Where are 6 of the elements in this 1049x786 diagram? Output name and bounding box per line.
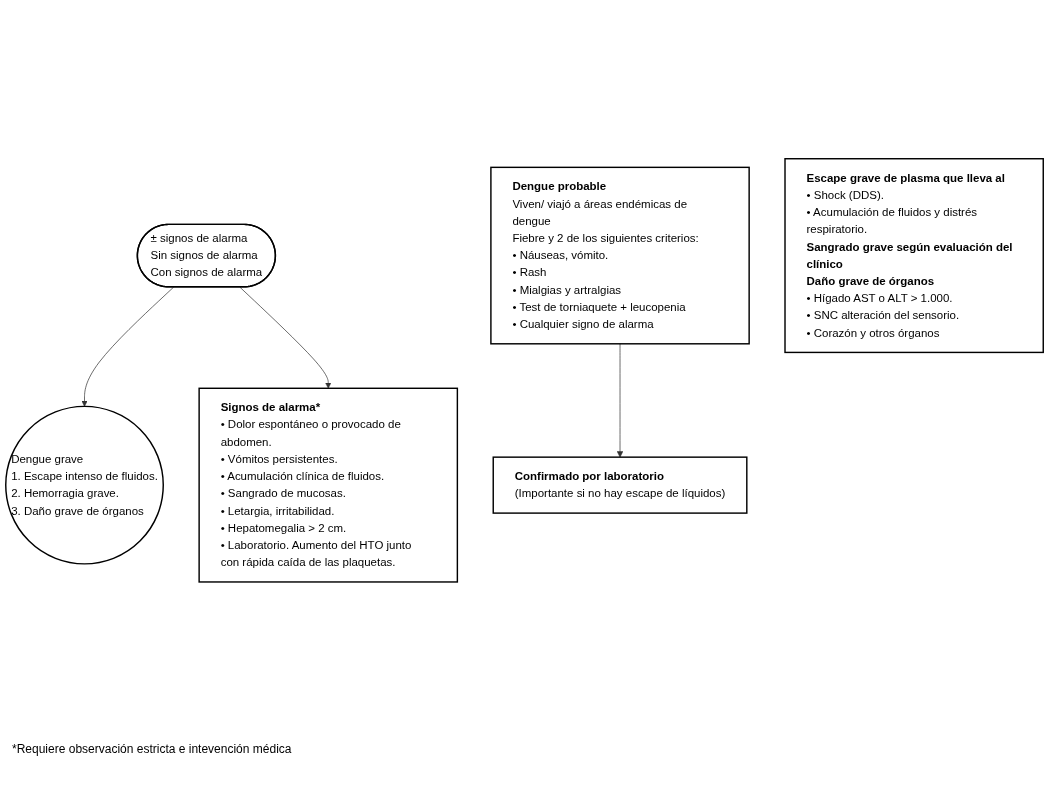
node-box: Dengue probable Viven/ viajó a áreas endémicas de dengue Fiebre y 2 de los siguientes criterios: • Náuseas, vómito. • Rash • Mialgias y artralgias • Test de torniaquete + leucopenia • Cualquier signo de alarma <box>490 166 750 345</box>
footnote: *Requiere observación estricta e intevención médica <box>12 742 293 756</box>
node-box: Escape grave de plasma que lleva al • Shock (DDS). • Acumulación de fluidos y distrés respiratorio. Sangrado grave según evaluación del clínico Daño grave de órganos • Hígado AST o ALT > 1.000. • SNC alteración del sensorio. • Corazón y otros órganos <box>784 157 1044 353</box>
node-circle: Dengue grave 1. Escape intenso de fluidos. 2. Hemorragia grave. 3. Daño grave de órganos <box>5 405 164 565</box>
node-box: Signos de alarma* • Dolor espontáneo o provocado de abdomen. • Vómitos persistentes. • Acumulación clínica de fluidos. • Sangrado de mucosas. • Letargia, irritabilidad. • Hepatomegalia > 2 cm. • Laboratorio. Aumento del HTO junto con rápida caída de las plaquetas. <box>198 387 459 583</box>
node-box: Confirmado por laboratorio (Importante si no hay escape de líquidos) <box>492 456 748 514</box>
